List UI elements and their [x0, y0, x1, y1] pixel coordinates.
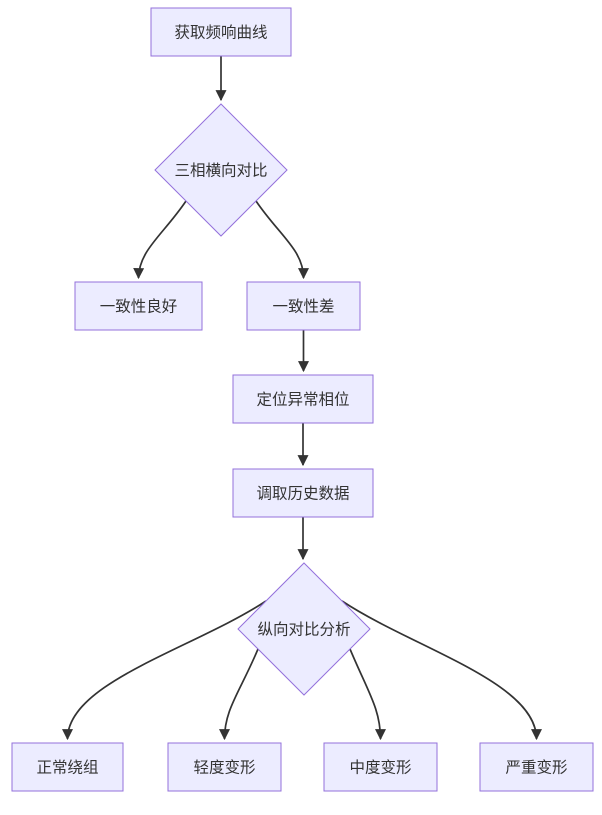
node-label: 轻度变形 [193, 759, 255, 777]
node-box [74, 281, 203, 331]
node-label: 一致性差 [272, 298, 334, 316]
edge-layer [62, 56, 542, 741]
node-box [232, 374, 374, 424]
node-mild-deformation: 轻度变形 [167, 742, 282, 792]
node-normal-winding: 正常绕组 [11, 742, 124, 792]
node-box [232, 468, 374, 518]
node-label: 一致性良好 [100, 298, 178, 316]
node-box [246, 281, 361, 331]
node-box [150, 7, 292, 57]
edge-compare-to-good [133, 200, 187, 280]
node-three-phase-compare: 三相横向对比 [154, 103, 288, 237]
node-severe-deformation: 严重变形 [479, 742, 594, 792]
node-fetch-history-data: 调取历史数据 [232, 468, 374, 518]
node-label: 定位异常相位 [256, 391, 349, 409]
node-locate-abnormal-phase: 定位异常相位 [232, 374, 374, 424]
node-vertical-compare-analysis: 纵向对比分析 [237, 562, 371, 696]
edge-vertical-to-moderate [349, 648, 386, 741]
node-acquire-curve: 获取频响曲线 [150, 7, 292, 57]
node-box [479, 742, 594, 792]
node-label: 严重变形 [505, 759, 567, 777]
node-diamond [237, 562, 371, 696]
node-box [167, 742, 282, 792]
node-label: 纵向对比分析 [257, 621, 350, 639]
node-good-consistency: 一致性良好 [74, 281, 203, 331]
node-box [11, 742, 124, 792]
node-label: 正常绕组 [36, 759, 98, 777]
node-label: 中度变形 [349, 759, 411, 777]
edge-vertical-to-severe [341, 600, 542, 741]
node-diamond [154, 103, 288, 237]
edge-vertical-to-mild [219, 648, 259, 741]
node-label: 调取历史数据 [256, 485, 349, 503]
node-label: 三相横向对比 [174, 162, 267, 180]
edge-vertical-to-normal [62, 600, 267, 741]
node-box [323, 742, 438, 792]
edge-compare-to-poor [255, 200, 309, 280]
node-poor-consistency: 一致性差 [246, 281, 361, 331]
node-label: 获取频响曲线 [174, 24, 267, 42]
node-moderate-deformation: 中度变形 [323, 742, 438, 792]
